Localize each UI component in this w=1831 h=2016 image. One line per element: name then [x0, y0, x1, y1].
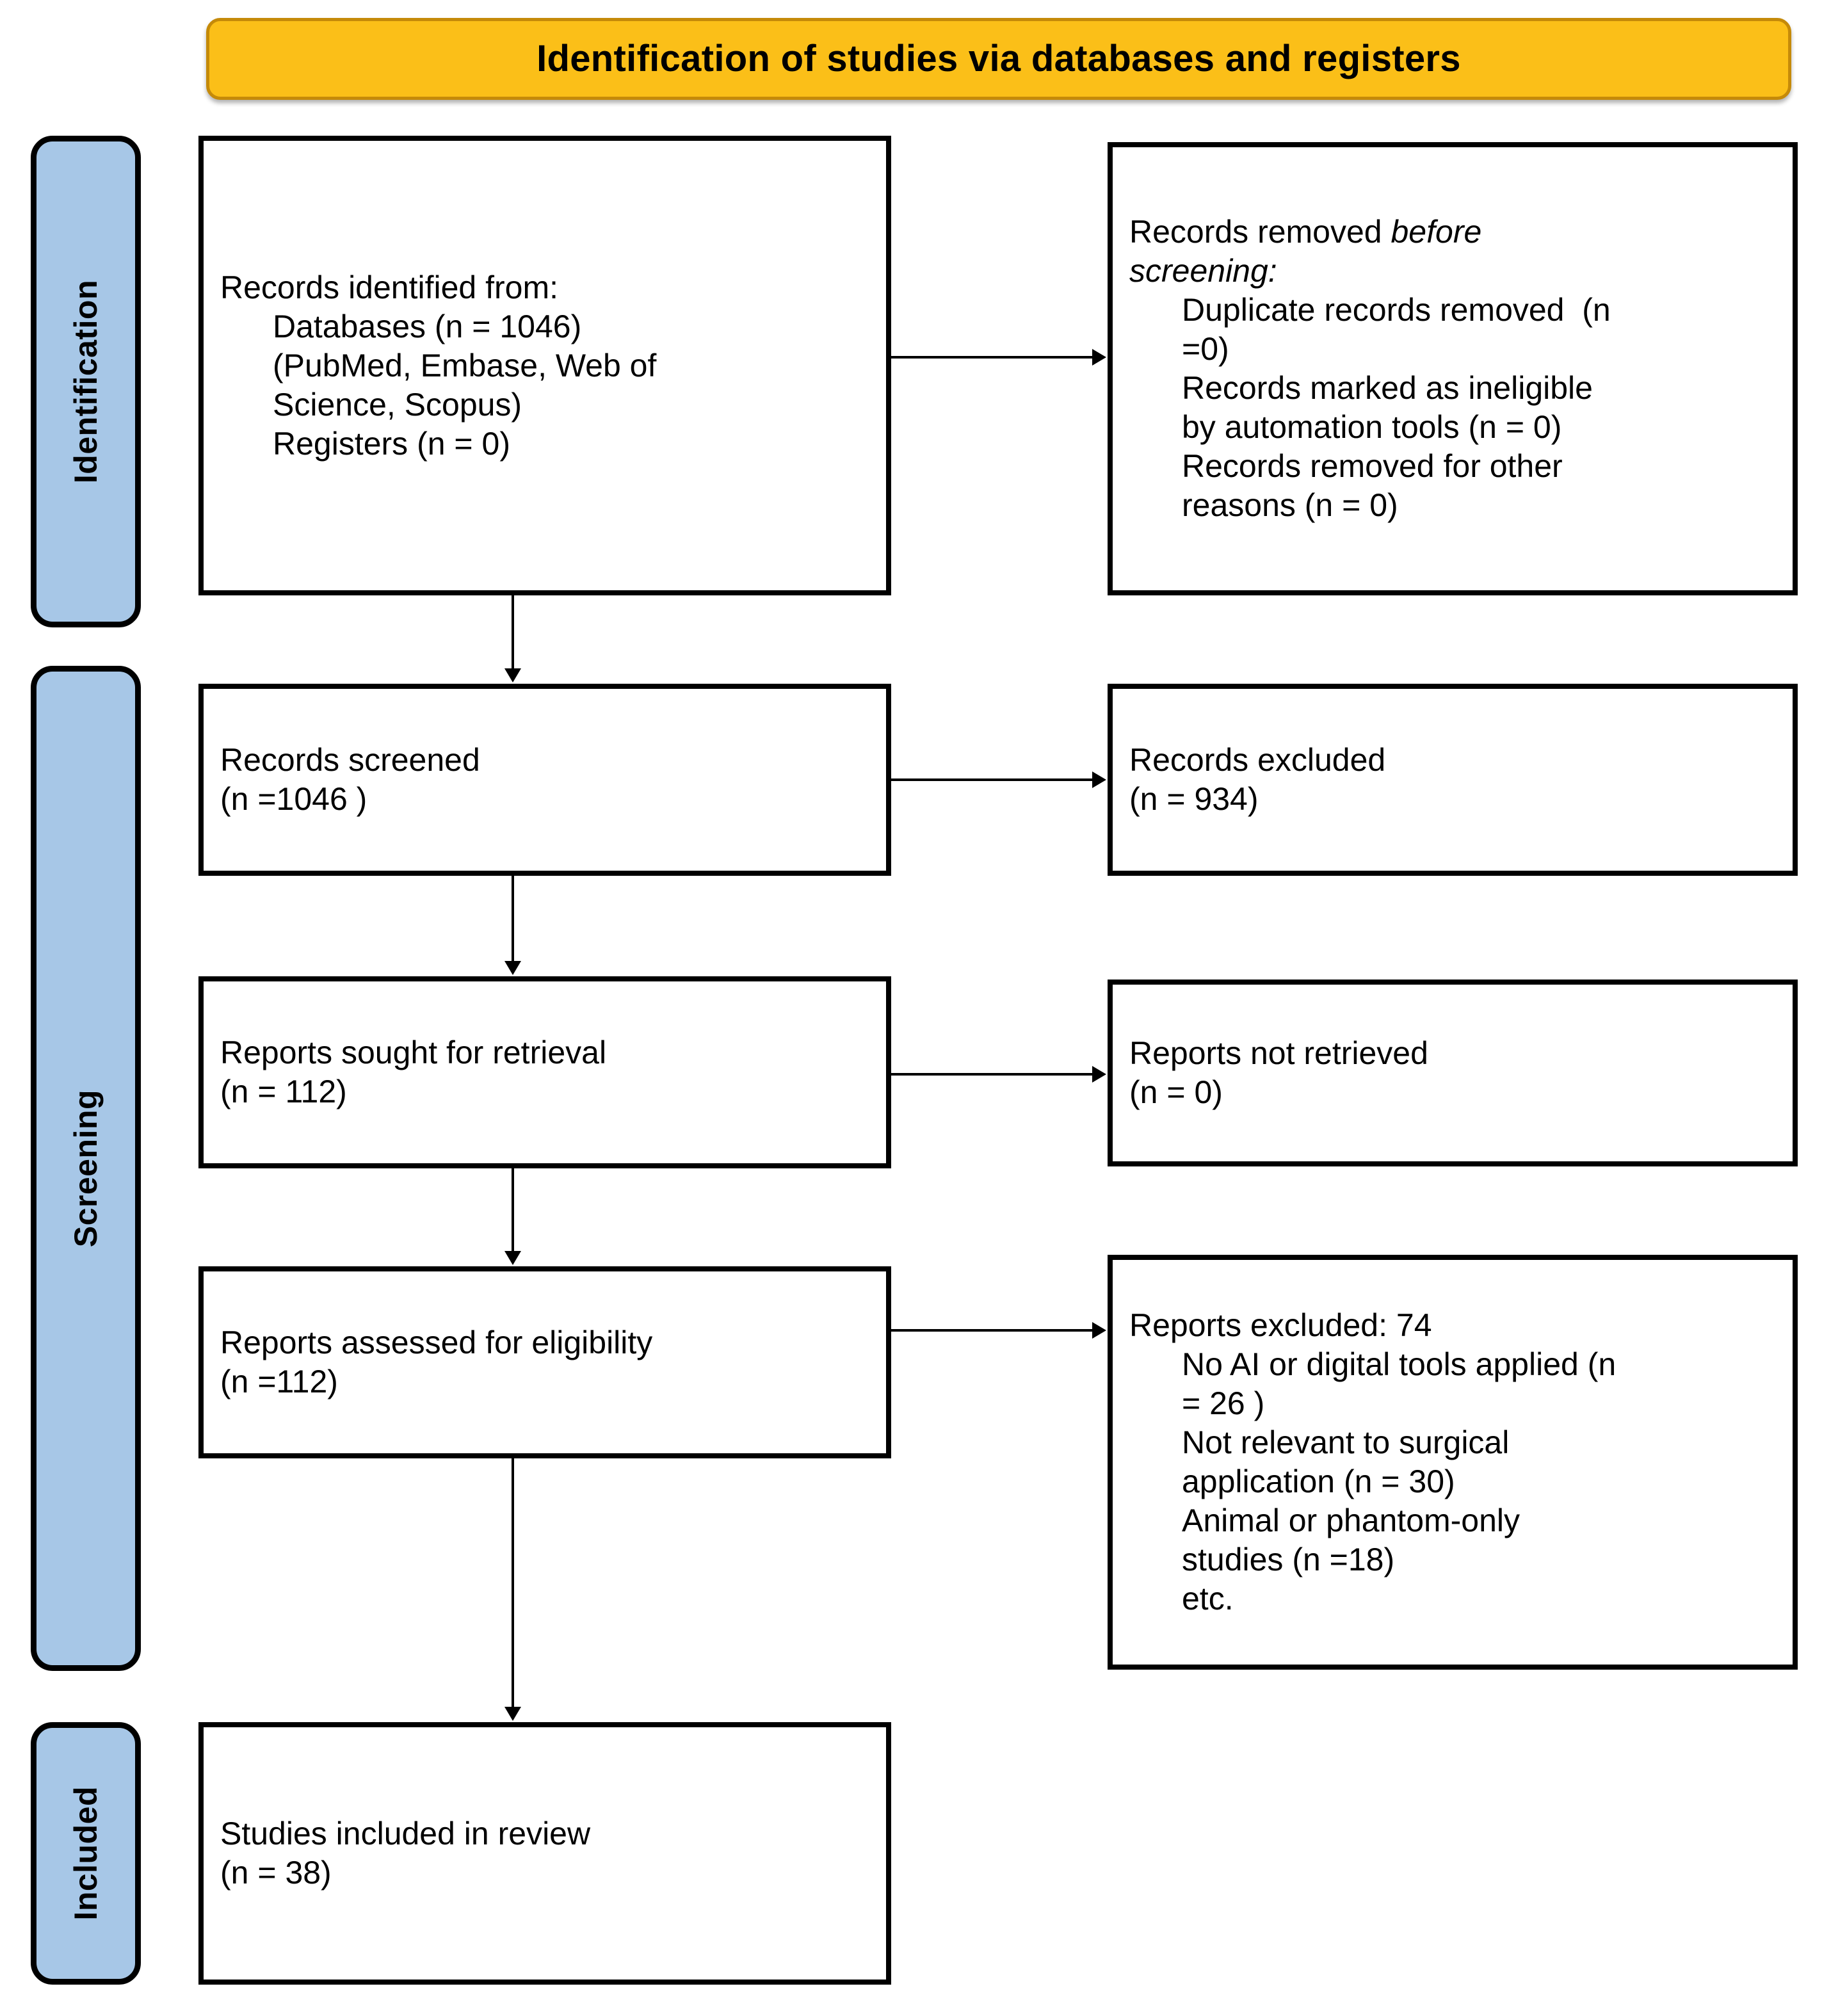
box-records-excluded: Records excluded(n = 934)	[1108, 684, 1798, 876]
arrowhead-sought-to-not-retrieved	[1092, 1066, 1106, 1083]
reports-assessed-text: Reports assessed for eligibility (n =112)	[204, 1323, 886, 1401]
text-line: Reports excluded: 74	[1129, 1307, 1432, 1343]
box-reports-not-retrieved: Reports not retrieved(n = 0)	[1108, 980, 1798, 1166]
arrowhead-identified-to-removed	[1092, 349, 1106, 366]
text-line: Records marked as ineligible	[1182, 370, 1593, 406]
text-line: (n =112)	[220, 1364, 338, 1399]
records-excluded-text: Records excluded(n = 934)	[1113, 741, 1793, 819]
text-line: Records removed for other	[1182, 448, 1563, 484]
stage-label-screening: Screening	[68, 1089, 104, 1248]
connector-screened-to-sought	[512, 876, 514, 962]
arrowhead-assessed-to-included	[504, 1707, 521, 1721]
text-line: Studies included in review	[220, 1816, 591, 1851]
text-line: Animal or phantom-only	[1182, 1503, 1520, 1538]
box-studies-included: Studies included in review (n = 38)	[198, 1722, 891, 1985]
stage-bar-screening: Screening	[31, 666, 141, 1671]
text-line: (PubMed, Embase, Web of	[273, 347, 657, 383]
text-line: Records identified from:	[220, 269, 559, 305]
text-line: application (n = 30)	[1182, 1464, 1455, 1499]
text-line: Reports sought for retrieval	[220, 1035, 607, 1070]
text-line: by automation tools (n = 0)	[1182, 409, 1562, 445]
text-line: Reports assessed for eligibility	[220, 1325, 653, 1360]
text-line: Databases (n = 1046)	[273, 308, 582, 344]
connector-sought-to-assessed	[512, 1168, 514, 1252]
connector-identified-to-removed	[891, 356, 1093, 359]
text-line: etc.	[1182, 1581, 1234, 1617]
text-line: (n = 112)	[220, 1074, 347, 1109]
arrowhead-screened-to-excluded	[1092, 771, 1106, 788]
text-line: Records excluded	[1129, 742, 1386, 778]
box-reports-sought: Reports sought for retrieval (n = 112)	[198, 976, 891, 1168]
connector-screened-to-excluded	[891, 778, 1093, 781]
records-identified-text: Records identified from:Databases (n = 1…	[204, 268, 886, 464]
text-line: (n = 0)	[1129, 1074, 1223, 1110]
connector-identified-to-screened	[512, 595, 514, 670]
text-line: Records screened	[220, 742, 480, 778]
arrowhead-assessed-to-reports-excluded	[1092, 1322, 1106, 1339]
text-line: Science, Scopus)	[273, 386, 522, 423]
stage-label-included: Included	[68, 1786, 104, 1921]
records-screened-text: Records screened(n =1046 )	[204, 741, 886, 819]
text-line: (n = 38)	[220, 1855, 332, 1891]
text-line: studies (n =18)	[1182, 1542, 1395, 1577]
connector-assessed-to-included	[512, 1458, 514, 1708]
arrowhead-screened-to-sought	[504, 961, 521, 975]
box-records-screened: Records screened(n =1046 )	[198, 684, 891, 876]
text-emphasis: before	[1391, 214, 1482, 250]
text-line: Reports not retrieved	[1129, 1035, 1428, 1071]
connector-assessed-to-reports-excluded	[891, 1329, 1093, 1332]
text-line: Duplicate records removed (n	[1182, 292, 1611, 328]
box-records-identified: Records identified from:Databases (n = 1…	[198, 136, 891, 595]
reports-sought-text: Reports sought for retrieval (n = 112)	[204, 1033, 886, 1111]
text-line: = 26 )	[1182, 1385, 1265, 1421]
reports-not-retrieved-text: Reports not retrieved(n = 0)	[1113, 1034, 1793, 1112]
text-line: Records removed before	[1129, 214, 1482, 250]
stage-bar-identification: Identification	[31, 136, 141, 627]
connector-sought-to-not-retrieved	[891, 1073, 1093, 1076]
stage-bar-included: Included	[31, 1722, 141, 1985]
text-line: screening:	[1129, 253, 1277, 289]
text-line: Not relevant to surgical	[1182, 1424, 1510, 1460]
text-line: Registers (n = 0)	[273, 425, 510, 462]
page-title: Identification of studies via databases …	[536, 38, 1461, 80]
text-line: (n = 934)	[1129, 781, 1259, 817]
box-reports-assessed: Reports assessed for eligibility (n =112)	[198, 1266, 891, 1458]
studies-included-text: Studies included in review (n = 38)	[204, 1814, 886, 1892]
text-line: reasons (n = 0)	[1182, 487, 1398, 523]
diagram-header-banner: Identification of studies via databases …	[206, 18, 1791, 100]
text-line: No AI or digital tools applied (n	[1182, 1346, 1617, 1382]
text-line: (n =1046 )	[220, 781, 367, 817]
arrowhead-identified-to-screened	[504, 668, 521, 682]
stage-label-identification: Identification	[68, 279, 104, 484]
arrowhead-sought-to-assessed	[504, 1251, 521, 1265]
text-line: =0)	[1182, 331, 1229, 367]
